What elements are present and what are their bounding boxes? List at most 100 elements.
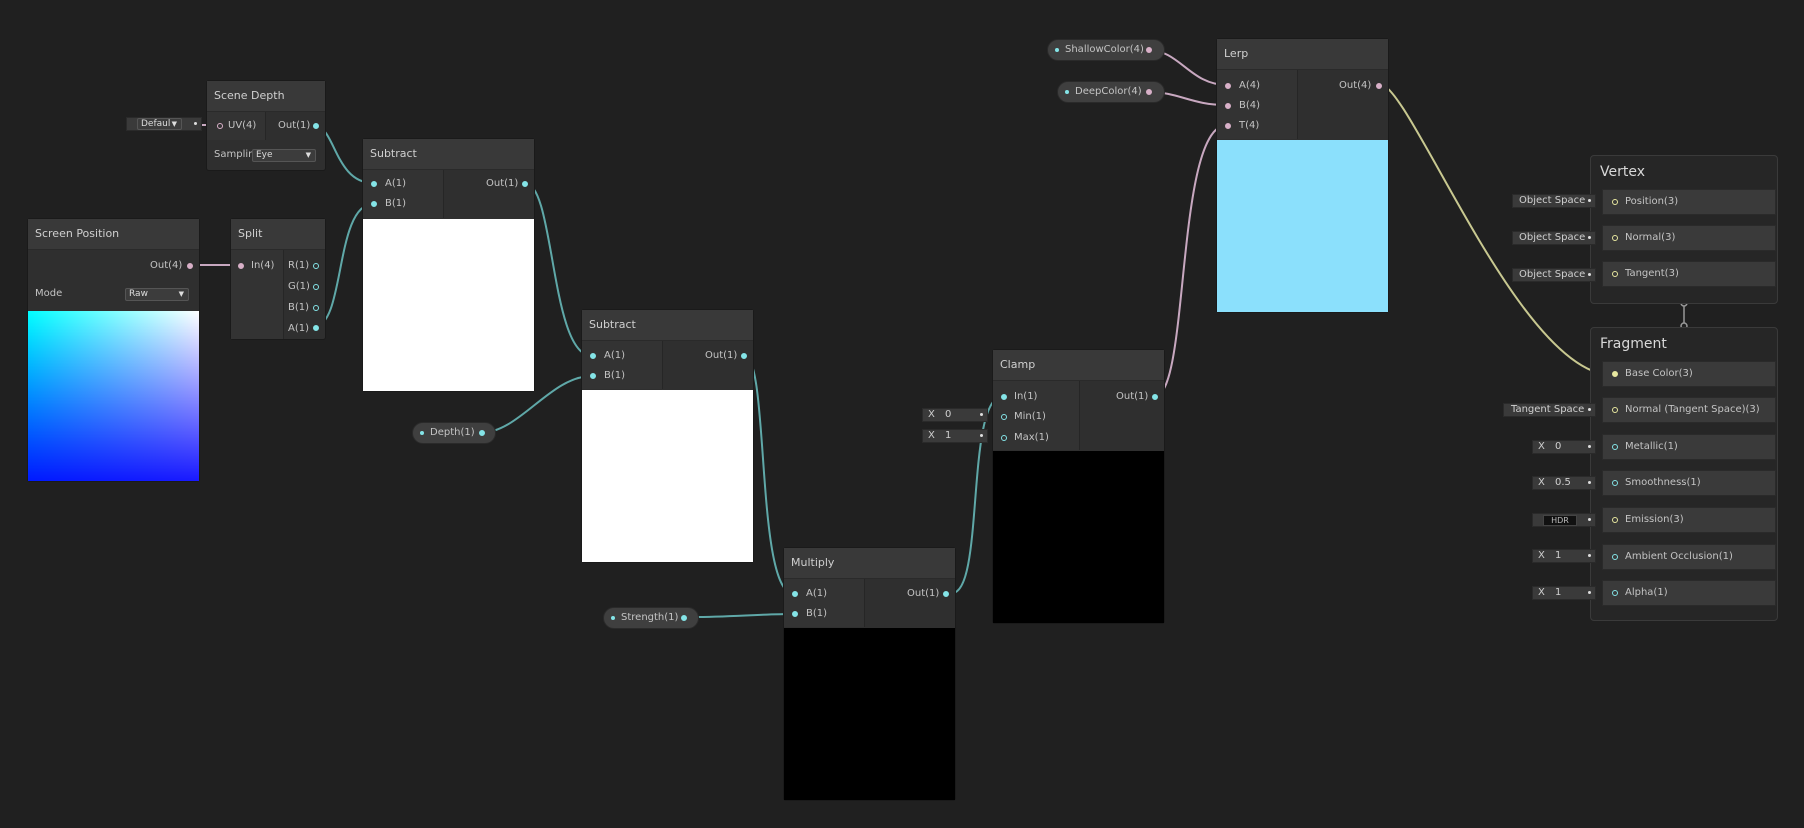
- port-out[interactable]: [943, 591, 949, 597]
- node-subtract-1[interactable]: Subtract A(1) B(1) Out(1): [362, 138, 535, 392]
- node-clamp[interactable]: Clamp In(1) Min(1) Max(1) Out(1): [992, 349, 1165, 624]
- port-tangent[interactable]: [1612, 271, 1618, 277]
- port-b[interactable]: [590, 373, 596, 379]
- metallic-field[interactable]: X 0: [1532, 440, 1596, 454]
- port-out[interactable]: [1146, 89, 1152, 95]
- port-out[interactable]: [1376, 83, 1382, 89]
- input-b-label: B(1): [604, 370, 626, 381]
- smoothness-field[interactable]: X 0.5: [1532, 476, 1596, 490]
- smoothness-value[interactable]: 0.5: [1555, 477, 1571, 488]
- port-out[interactable]: [1146, 47, 1152, 53]
- clamp-min-field[interactable]: X 0: [922, 408, 988, 422]
- hdr-color-swatch[interactable]: HDR: [1543, 515, 1577, 526]
- max-value[interactable]: 1: [945, 430, 952, 441]
- node-split[interactable]: Split In(4) R(1) G(1) B(1) A(1): [230, 218, 326, 340]
- property-dot: [611, 616, 615, 620]
- port-out[interactable]: [187, 263, 193, 269]
- port-normal[interactable]: [1612, 235, 1618, 241]
- port-a[interactable]: [792, 591, 798, 597]
- port-a[interactable]: [313, 325, 319, 331]
- position-space-field[interactable]: Object Space: [1512, 194, 1596, 208]
- ao-field[interactable]: X 1: [1532, 549, 1596, 563]
- input-max-label: Max(1): [1014, 432, 1049, 443]
- property-strength[interactable]: Strength(1): [603, 607, 699, 629]
- port-position[interactable]: [1612, 199, 1618, 205]
- x-label: X: [928, 430, 935, 441]
- port-out[interactable]: [522, 181, 528, 187]
- slot-position[interactable]: Position(3): [1602, 189, 1776, 215]
- node-scene-depth[interactable]: Scene Depth UV(4) Out(1) Samplin Eye ▼: [206, 80, 326, 171]
- port-out[interactable]: [1152, 394, 1158, 400]
- clamp-max-field[interactable]: X 1: [922, 429, 988, 443]
- port-b[interactable]: [371, 201, 377, 207]
- normal-space-field[interactable]: Object Space: [1512, 231, 1596, 245]
- port-alpha[interactable]: [1612, 590, 1618, 596]
- port-smoothness[interactable]: [1612, 480, 1618, 486]
- chevron-down-icon: ▼: [178, 290, 184, 298]
- port-ambient-occlusion[interactable]: [1612, 554, 1618, 560]
- fragment-context[interactable]: Fragment Base Color(3) Normal (Tangent S…: [1590, 327, 1778, 621]
- tangent-space-field[interactable]: Object Space: [1512, 268, 1596, 282]
- ao-value[interactable]: 1: [1555, 550, 1562, 561]
- port-out[interactable]: [741, 353, 747, 359]
- port-metallic[interactable]: [1612, 444, 1618, 450]
- port-b[interactable]: [313, 305, 319, 311]
- node-screen-position[interactable]: Screen Position Out(4) Mode Raw ▼: [27, 218, 200, 482]
- emission-field[interactable]: HDR: [1532, 513, 1596, 527]
- port-out[interactable]: [479, 430, 485, 436]
- node-lerp[interactable]: Lerp A(4) B(4) T(4) Out(4): [1216, 38, 1389, 313]
- port-emission[interactable]: [1612, 517, 1618, 523]
- port-a[interactable]: [1225, 83, 1231, 89]
- port-g[interactable]: [313, 284, 319, 290]
- port-uv[interactable]: [217, 123, 223, 129]
- output-g-label: G(1): [288, 281, 310, 292]
- alpha-field[interactable]: X 1: [1532, 586, 1596, 600]
- min-value[interactable]: 0: [945, 409, 952, 420]
- metallic-value[interactable]: 0: [1555, 441, 1562, 452]
- node-preview: [582, 390, 753, 562]
- sampling-dropdown[interactable]: Eye ▼: [252, 149, 316, 162]
- port-in[interactable]: [1001, 394, 1007, 400]
- slot-normal-ts[interactable]: Normal (Tangent Space)(3): [1602, 397, 1776, 423]
- port-r[interactable]: [313, 263, 319, 269]
- alpha-value[interactable]: 1: [1555, 587, 1562, 598]
- port-a[interactable]: [371, 181, 377, 187]
- slot-ambient-occlusion[interactable]: Ambient Occlusion(1): [1602, 544, 1776, 570]
- port-out[interactable]: [681, 615, 687, 621]
- port-b[interactable]: [792, 611, 798, 617]
- property-label: Strength(1): [621, 612, 679, 623]
- port-in[interactable]: [238, 263, 244, 269]
- node-title: Subtract: [582, 310, 753, 341]
- property-deep-color[interactable]: DeepColor(4): [1057, 81, 1165, 103]
- property-label: Depth(1): [430, 427, 475, 438]
- port-t[interactable]: [1225, 123, 1231, 129]
- node-title: Scene Depth: [207, 81, 325, 112]
- port-min[interactable]: [1001, 414, 1007, 420]
- port-out[interactable]: [313, 123, 319, 129]
- port-a[interactable]: [590, 353, 596, 359]
- normal-space-field[interactable]: Tangent Space: [1503, 403, 1596, 417]
- slot-base-color[interactable]: Base Color(3): [1602, 361, 1776, 387]
- vertex-context[interactable]: Vertex Position(3) Normal(3) Tangent(3): [1590, 155, 1778, 304]
- slot-tangent[interactable]: Tangent(3): [1602, 261, 1776, 287]
- slot-alpha[interactable]: Alpha(1): [1602, 580, 1776, 606]
- port-base-color[interactable]: [1612, 371, 1618, 377]
- space-value: Object Space: [1519, 232, 1586, 243]
- mode-dropdown[interactable]: Raw ▼: [125, 288, 189, 301]
- slot-metallic[interactable]: Metallic(1): [1602, 434, 1776, 460]
- slot-emission[interactable]: Emission(3): [1602, 507, 1776, 533]
- slot-smoothness[interactable]: Smoothness(1): [1602, 470, 1776, 496]
- port-max[interactable]: [1001, 435, 1007, 441]
- node-subtract-2[interactable]: Subtract A(1) B(1) Out(1): [581, 309, 754, 563]
- node-title: Split: [231, 219, 325, 250]
- uv-default-field[interactable]: Defaul ▼: [126, 117, 202, 131]
- property-depth[interactable]: Depth(1): [412, 422, 496, 444]
- slot-normal[interactable]: Normal(3): [1602, 225, 1776, 251]
- uv-default-dropdown[interactable]: Defaul ▼: [137, 118, 182, 130]
- node-preview: [784, 628, 955, 800]
- port-normal[interactable]: [1612, 407, 1618, 413]
- property-shallow-color[interactable]: ShallowColor(4): [1047, 39, 1165, 61]
- input-zone: [784, 579, 865, 627]
- node-multiply[interactable]: Multiply A(1) B(1) Out(1): [783, 547, 956, 801]
- port-b[interactable]: [1225, 103, 1231, 109]
